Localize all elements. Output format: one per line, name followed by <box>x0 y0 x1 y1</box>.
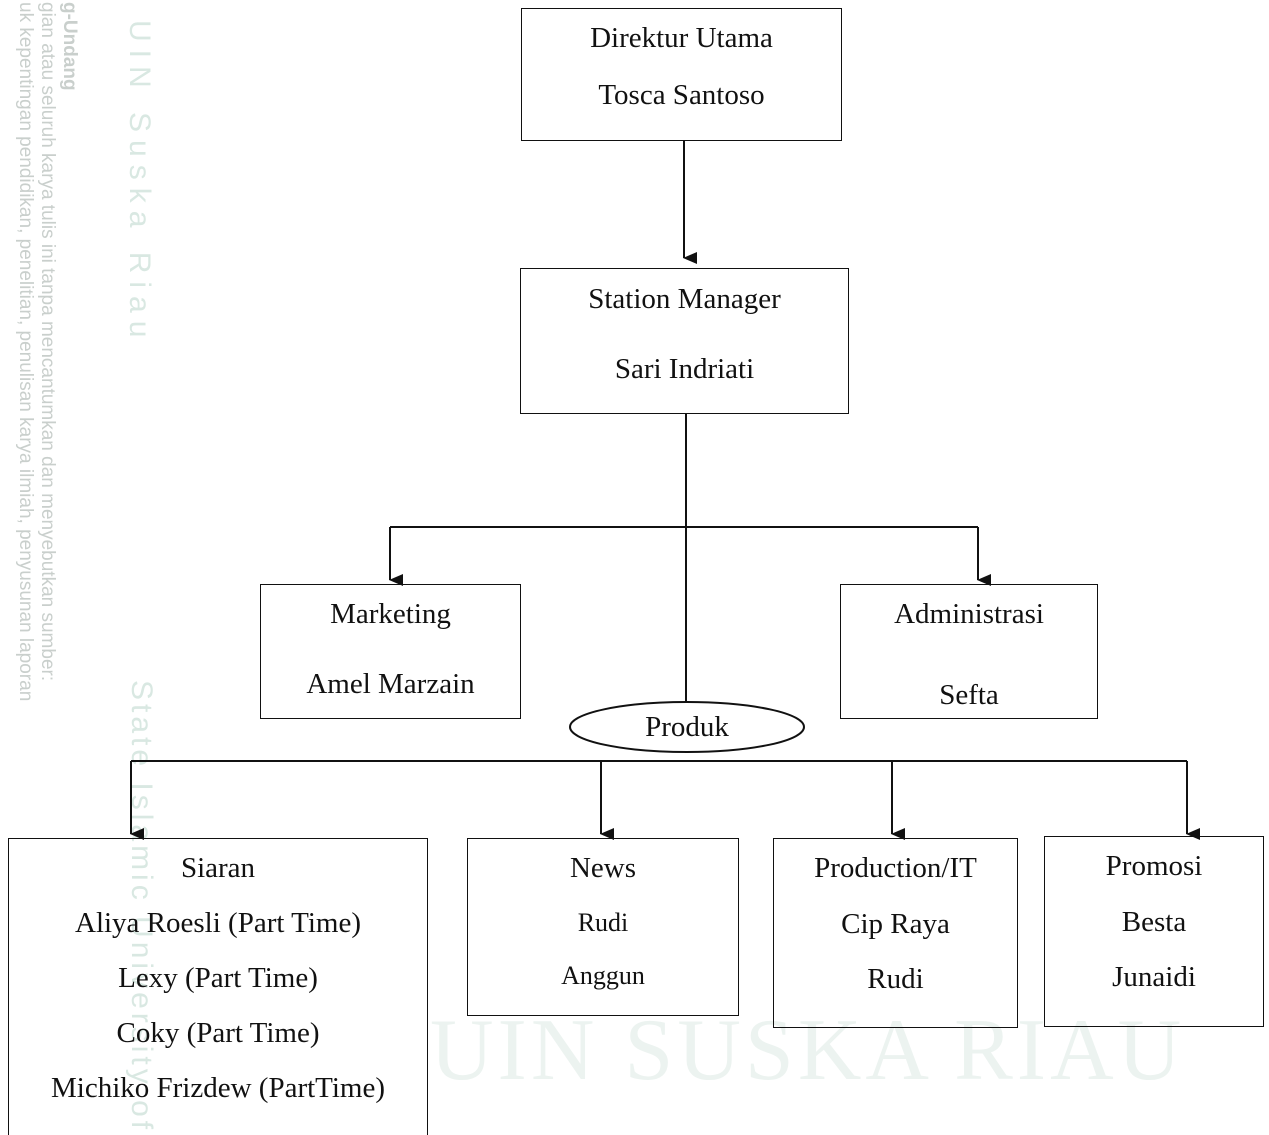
node-station-manager: Station Manager Sari Indriati <box>520 268 849 414</box>
node-person: Tosca Santoso <box>598 79 765 111</box>
node-person: Amel Marzain <box>306 668 475 700</box>
node-person: Rudi <box>577 908 629 937</box>
node-person: Cip Raya <box>841 908 950 940</box>
produk-oval <box>569 701 805 753</box>
watermark-brand-bottom: UIN SUSKA RIAU <box>430 1002 1186 1099</box>
node-administrasi: Administrasi Sefta <box>840 584 1098 719</box>
node-title: Direktur Utama <box>590 22 773 54</box>
produk-label: Produk <box>645 711 729 743</box>
node-person: Aliya Roesli (Part Time) <box>75 907 361 939</box>
node-person: Anggun <box>561 961 645 990</box>
node-person: Junaidi <box>1112 961 1196 993</box>
node-production-it: Production/IT Cip Raya Rudi <box>773 838 1018 1028</box>
node-person: Sefta <box>939 679 999 711</box>
node-person: Rudi <box>867 963 924 995</box>
node-person: Michiko Frizdew (PartTime) <box>50 1072 385 1104</box>
node-title: Administrasi <box>894 598 1044 630</box>
node-siaran: Siaran Aliya Roesli (Part Time) Lexy (Pa… <box>8 838 428 1135</box>
node-person: Coky (Part Time) <box>116 1017 320 1049</box>
node-title: Station Manager <box>588 283 781 315</box>
node-title: News <box>569 852 637 884</box>
node-direktur-utama: Direktur Utama Tosca Santoso <box>521 8 842 141</box>
node-title: Production/IT <box>814 852 977 884</box>
node-person: Sari Indriati <box>614 353 755 385</box>
node-title: Promosi <box>1105 850 1203 882</box>
node-title: Siaran <box>180 852 256 884</box>
node-title: Marketing <box>330 598 451 630</box>
node-promosi: Promosi Besta Junaidi <box>1044 836 1264 1027</box>
node-marketing: Marketing Amel Marzain <box>260 584 521 719</box>
node-person: Lexy (Part Time) <box>118 962 318 994</box>
node-person: Besta <box>1121 906 1187 938</box>
node-news: News Rudi Anggun <box>467 838 739 1016</box>
